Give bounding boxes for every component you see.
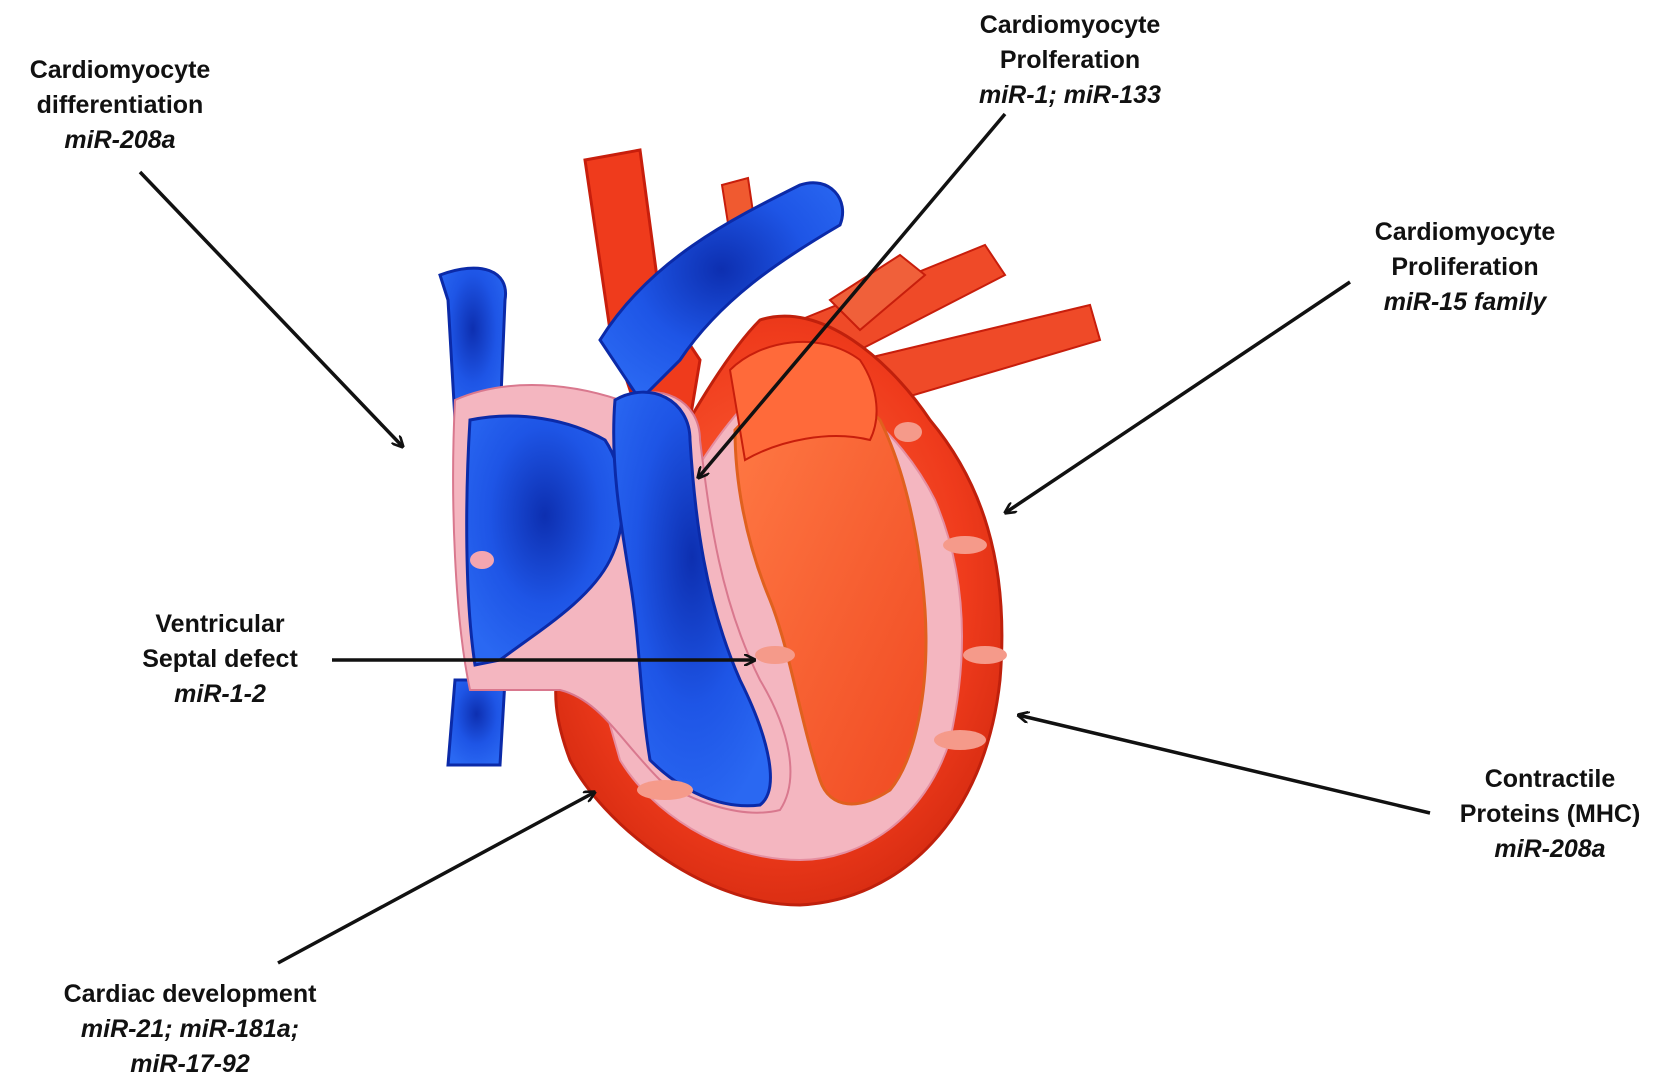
inferior-vena-cava bbox=[446, 678, 507, 767]
pulmonary-artery bbox=[598, 181, 845, 403]
label-differentiation: Cardiomyocyte differentiation miR-208a bbox=[0, 53, 240, 158]
valve-lateral-1 bbox=[943, 536, 987, 554]
label-proliferation-right-line2: Proliferation bbox=[1391, 253, 1539, 281]
label-proliferation-top-line2: Prolferation bbox=[999, 46, 1141, 74]
left-atrium bbox=[728, 340, 878, 462]
label-proliferation-top: Cardiomyocyte Prolferation miR-1; miR-13… bbox=[930, 8, 1210, 113]
arrows bbox=[138, 112, 1431, 965]
arrow-proliferation-top bbox=[698, 112, 1007, 478]
label-proliferation-right-mir: miR-15 family bbox=[1383, 288, 1547, 316]
label-contractile-mir: miR-208a bbox=[1494, 835, 1606, 863]
valve-aortic bbox=[894, 422, 922, 442]
label-proliferation-top-mir: miR-1; miR-133 bbox=[979, 81, 1161, 109]
valve-lateral-2 bbox=[963, 646, 1007, 664]
label-septal-defect-line1: Ventricular bbox=[155, 610, 285, 638]
label-septal-defect-mir: miR-1-2 bbox=[174, 680, 266, 708]
valve-tricuspid bbox=[470, 551, 494, 569]
label-differentiation-line2: differentiation bbox=[36, 91, 204, 119]
label-proliferation-right-line1: Cardiomyocyte bbox=[1374, 218, 1556, 246]
left-ventricle bbox=[733, 389, 928, 806]
arrow-differentiation bbox=[138, 170, 403, 447]
arrow-contractile bbox=[1018, 715, 1431, 815]
pulmonary-branch-top bbox=[828, 253, 927, 332]
label-contractile: Contractile Proteins (MHC) miR-208a bbox=[1430, 762, 1670, 867]
label-septal-defect: Ventricular Septal defect miR-1-2 bbox=[100, 607, 340, 712]
label-contractile-line1: Contractile bbox=[1484, 765, 1616, 793]
arrow-cardiac-development bbox=[277, 792, 595, 965]
valve-lateral-3 bbox=[934, 730, 986, 750]
right-atrium bbox=[465, 414, 625, 667]
valve-apex bbox=[637, 780, 693, 800]
label-cardiac-development-mir2: miR-17-92 bbox=[130, 1050, 250, 1078]
valve-septal bbox=[755, 646, 795, 664]
label-proliferation-right: Cardiomyocyte Proliferation miR-15 famil… bbox=[1330, 215, 1600, 320]
label-contractile-line2: Proteins (MHC) bbox=[1459, 800, 1641, 828]
right-ventricle bbox=[612, 390, 772, 808]
label-differentiation-line1: Cardiomyocyte bbox=[29, 56, 211, 84]
heart-illustration bbox=[438, 148, 1102, 907]
label-proliferation-top-line1: Cardiomyocyte bbox=[979, 11, 1161, 39]
arrow-proliferation-right bbox=[1005, 280, 1351, 513]
label-cardiac-development: Cardiac development miR-21; miR-181a; mi… bbox=[20, 977, 360, 1082]
label-septal-defect-line2: Septal defect bbox=[142, 645, 298, 673]
label-cardiac-development-line1: Cardiac development bbox=[63, 980, 317, 1008]
label-differentiation-mir: miR-208a bbox=[64, 126, 176, 154]
label-cardiac-development-mir1: miR-21; miR-181a; bbox=[80, 1015, 300, 1043]
